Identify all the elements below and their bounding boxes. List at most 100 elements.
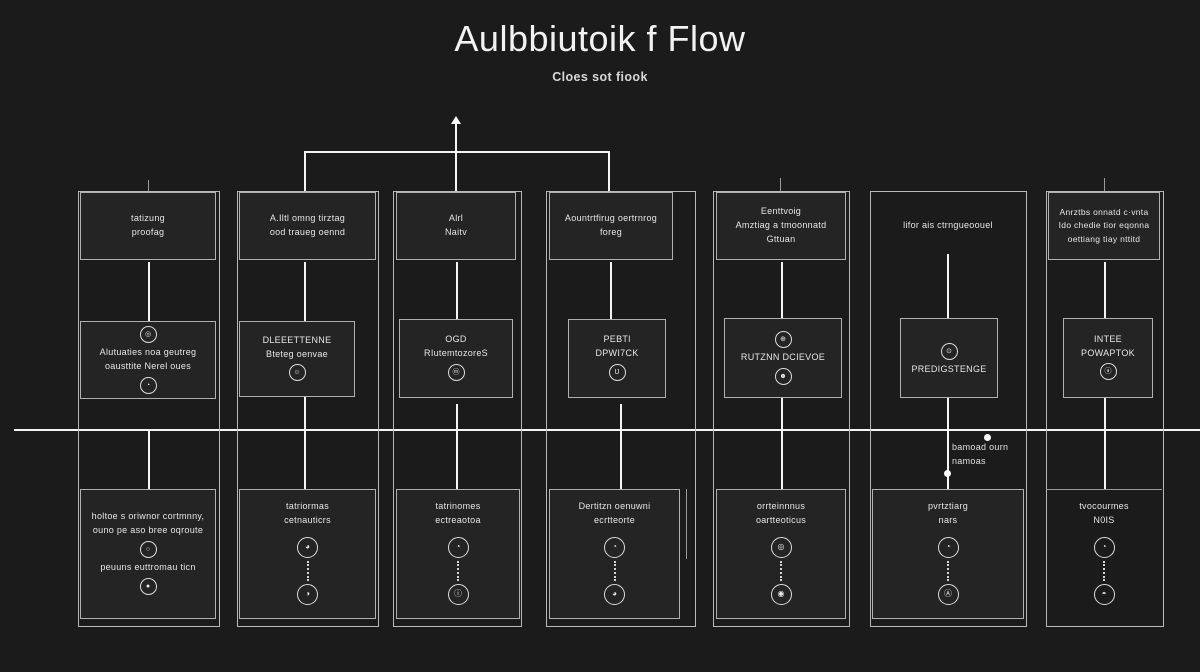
col2-spine-lower [304,396,306,489]
node-text: Dertitzn oenuwni [578,501,651,512]
column-frame-1 [78,191,220,627]
node-text: proofag [131,227,165,237]
node-text: pvrtztiarg [927,501,968,512]
node-icon-upper: ◔ [447,536,469,558]
node-text: DLEEETTENNE [262,334,332,345]
node-col5-top[interactable]: Eenttvoig Amztiag a tmoonnatd Gttuan [716,192,846,260]
node-text: RIutemtozoreS [424,348,488,358]
node-col3-middle[interactable]: OGD RIutemtozoreS ⓜ [399,319,513,398]
col1-top-drop [148,180,149,194]
node-col2-top[interactable]: A.Iltl omng tirztag ood traueg oennd [239,192,376,260]
icon-pair-stem [780,560,782,581]
icon-pair-stem [613,560,616,581]
icon-pair-stem [306,560,309,581]
annotation-line-1: bamoad ourn [952,442,1009,452]
col4-spine-lower [620,404,622,489]
col3-spine-lower [456,404,458,489]
top-bus-left-drop [304,151,306,192]
node-text: POWAPTOK [1081,347,1135,358]
col1-spine-upper [148,262,150,322]
dot-icon: ● [139,577,157,595]
node-col1-top[interactable]: tatizung proofag [80,192,216,260]
col2-spine-upper [304,262,306,322]
face-icon: ☻ [774,367,792,385]
node-text: Gttuan [766,233,796,244]
node-col3-top[interactable]: Alrl Naitv [396,192,516,260]
node-text: Naitv [444,227,467,237]
node-text: Ido chedie tior eqonna [1058,220,1150,231]
node-col1-bottom[interactable]: holtoe s oriwnor cortmnny, ouno pe aso b… [80,489,216,619]
node-col2-bottom[interactable]: tatriormas cetnauticrs ◕ ◑ [239,489,376,619]
cloud-icon: ◔ [139,376,157,394]
node-col1-middle[interactable]: ◎ Alutuaties noa geutreg oausttite Nerel… [80,321,216,399]
node-text: ecrtteorte [593,515,636,525]
node-icon-upper: ◕ [297,536,318,558]
node-text: tatriormas [285,501,329,512]
face-icon: ☺ [288,364,306,382]
col3-spine-upper [456,262,458,322]
gear-icon: ◎ [139,326,157,344]
node-text: ood traueg oennd [269,227,346,237]
icon-pair: ◔ Ⓐ [937,534,959,608]
col7-spine-lower [1104,396,1106,489]
node-icon-upper: ◔ [604,536,625,558]
node-col7-middle[interactable]: INTEE POWAPTOK ⓐ [1063,318,1153,398]
annotation-label: bamoad ourn namoas [952,440,1008,469]
node-icon-lower: Ⓐ [937,583,959,605]
icon-pair-stem [1103,560,1105,581]
ring-icon-lower: ◉ [770,583,792,605]
column-frame-2 [237,191,379,627]
node-col6-middle[interactable]: ⊙ PREDIGSTENGE [900,318,998,398]
icon-pair: ◔ ⓘ [447,534,469,608]
icon-pair: ◎ ◉ [770,534,792,608]
node-col7-top[interactable]: Anrztbs onnatd c·vnta Ido chedie tior eq… [1048,192,1160,260]
mid-rail-line [14,429,1200,431]
node-text: lifor ais ctrngueoouel [903,220,993,231]
root-connector [455,124,457,192]
node-icon-lower: ◓ [1093,583,1115,605]
node-text: tvocourmes [1079,501,1129,512]
node-text: Alutuaties noa geutreg [99,347,197,358]
node-icon-lower: ⓘ [447,583,469,605]
col6-spine-upper [947,254,949,322]
node-icon-lower: ◕ [604,583,625,605]
annotation-line-2: namoas [952,456,986,467]
node-col6-bottom[interactable]: pvrtztiarg nars ◔ Ⓐ [872,489,1024,619]
node-icon-lower: ◑ [297,583,318,605]
node-col4-bottom[interactable]: Dertitzn oenuwni ecrtteorte ◔ ◕ [549,489,680,619]
node-text: Aountrtfirug oertrnrog [564,213,658,224]
node-col6-top[interactable]: lifor ais ctrngueoouel [880,192,1016,260]
node-text: tatrinomes [435,501,481,512]
node-col4-top[interactable]: Aountrtfirug oertrnrog foreg [549,192,673,260]
col5-top-drop [780,178,781,194]
icon-pair: ◔ ◕ [604,534,625,608]
node-text: INTEE [1093,333,1122,344]
node-text: OGD [445,334,467,345]
column-frame-5 [713,191,850,627]
node-text: Bteteg oenvae [266,348,328,359]
col4-spine-upper [610,262,612,322]
u-icon: Ʋ [608,363,626,381]
node-col5-middle[interactable]: ⊕ RUTZNN DCIEVOE ☻ [724,318,842,398]
icon-pair-stem [947,560,949,581]
ring-icon-upper: ◎ [770,536,792,558]
node-col4-middle[interactable]: PEBTl DPWI7CK Ʋ [568,319,666,398]
node-col5-bottom[interactable]: orrteinnnus oartteoticus ◎ ◉ [716,489,846,619]
node-text: nars [938,515,958,525]
col5-spine-lower [781,396,783,489]
node-text: orrteinnnus [756,501,806,512]
node-text: DPWI7CK [595,348,639,358]
column-frame-3 [393,191,522,627]
node-col2-middle[interactable]: DLEEETTENNE Bteteg oenvae ☺ [239,321,355,397]
node-icon-upper: ◔ [1093,536,1115,558]
node-text: oettiang tiay nttitd [1067,233,1141,244]
col7-top-drop [1104,178,1105,194]
top-bus-right-drop [608,151,610,192]
node-col3-bottom[interactable]: tatrinomes ectreaotoa ◔ ⓘ [396,489,520,619]
node-col7-bottom[interactable]: tvocourmes N0IS ◔ ◓ [1048,489,1160,619]
col4-inner-divider [686,489,687,559]
icon-pair: ◕ ◑ [297,534,318,608]
disc-icon: ○ [139,540,157,558]
col7-spine-upper [1104,262,1106,322]
node-text: oausttite Nerel oues [104,361,192,371]
